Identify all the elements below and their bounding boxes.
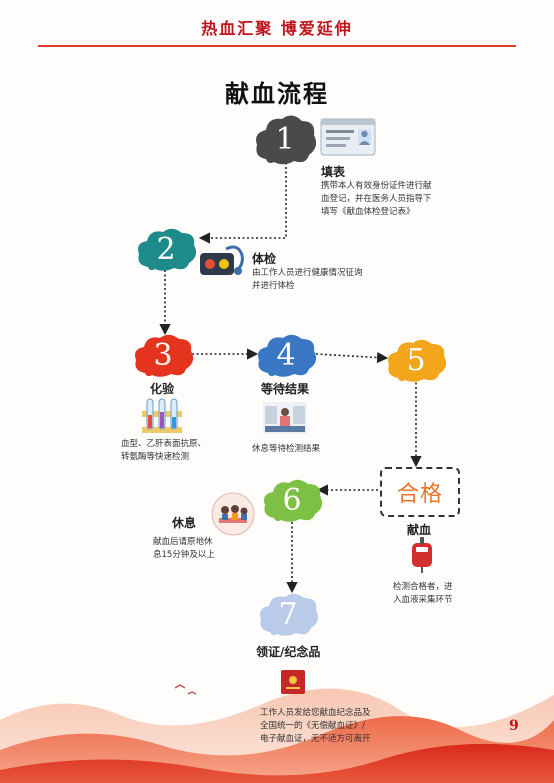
step-4-desc-line: 休息等待检测结果 [252,444,321,454]
step-6-title: 休息 [172,516,197,530]
donate-description: 检测合格者，进 入血液采集环节 [393,581,453,607]
step-2-desc-line: 由工作人员进行健康情况征询 [252,268,363,278]
step-7-description: 工作人员发给您献血纪念品及 全国统一的《无偿献血证》/ 电子献血证，无不适方可离… [260,707,371,746]
step-1-description: 携带本人有效身份证件进行献 血登记，并在医务人员指导下 填写《献血体检登记表》 [321,180,432,219]
mountain-decoration [0,684,554,783]
step-7-number: 7 [278,596,298,632]
blood-bag-icon [409,537,435,573]
step-7-cloud: 7 [258,592,318,636]
step-6-number: 6 [282,482,302,518]
step-1-desc-line: 血登记，并在医务人员指导下 [321,194,432,204]
page-number: 9 [509,718,519,734]
step-2-cloud: 2 [136,227,196,271]
step-7-desc-line: 电子献血证，无不适方可离开 [260,734,371,744]
step-7-desc-line: 工作人员发给您献血纪念品及 [260,708,371,718]
donate-desc-line: 检测合格者，进 [393,582,453,592]
step-1-cloud: 1 [254,113,316,165]
step-6-desc-line: 献血后请原地休 [153,537,213,547]
step-2-title: 体检 [252,252,277,266]
donate-desc-line: 入血液采集环节 [393,595,453,605]
step-4-number: 4 [276,337,296,373]
step-1-title: 填表 [321,165,346,179]
header-divider [38,45,516,47]
step-3-title: 化验 [150,382,175,396]
step-2-description: 由工作人员进行健康情况征询 并进行体检 [252,267,363,293]
step-2-desc-line: 并进行体检 [252,281,295,291]
step-2-number: 2 [156,231,176,267]
test-tubes-icon [140,397,184,435]
certificate-icon [279,668,307,696]
step-7-title: 领证/纪念品 [256,645,321,659]
resting-people-icon [211,492,255,536]
step-5-cloud: 5 [386,338,446,382]
medical-device-icon [198,245,246,277]
step-5-number: 5 [406,342,426,378]
page-header: 热血汇聚 博爱延伸 [0,0,554,48]
step-7-desc-line: 全国统一的《无偿献血证》/ [260,721,365,731]
step-3-description: 血型、乙肝表面抗原、 转氨酶等快速检测 [121,438,206,464]
id-card-icon [320,118,376,156]
header-title: 热血汇聚 博爱延伸 [201,19,353,38]
page-title: 献血流程 [225,79,329,108]
step-3-number: 3 [153,337,173,373]
step-4-description: 休息等待检测结果 [252,443,320,456]
step-6-desc-line: 息15分钟及以上 [153,550,215,560]
step-1-desc-line: 携带本人有效身份证件进行献 [321,181,432,191]
step-6-description: 献血后请原地休 息15分钟及以上 [153,536,215,562]
step-1-number: 1 [275,121,295,157]
step-4-cloud: 4 [256,333,316,377]
step-3-desc-line: 转氨酶等快速检测 [121,452,190,462]
pass-label: 合格 [396,482,443,507]
step-3-desc-line: 血型、乙肝表面抗原、 [121,439,207,449]
step-1-desc-line: 填写《献血体检登记表》 [321,207,415,217]
step-3-cloud: 3 [133,333,193,377]
donate-title: 献血 [407,523,432,537]
pass-box: 合格 [380,467,460,517]
waiting-room-icon [263,402,307,434]
step-6-cloud: 6 [262,478,322,522]
step-4-title: 等待结果 [261,382,310,396]
